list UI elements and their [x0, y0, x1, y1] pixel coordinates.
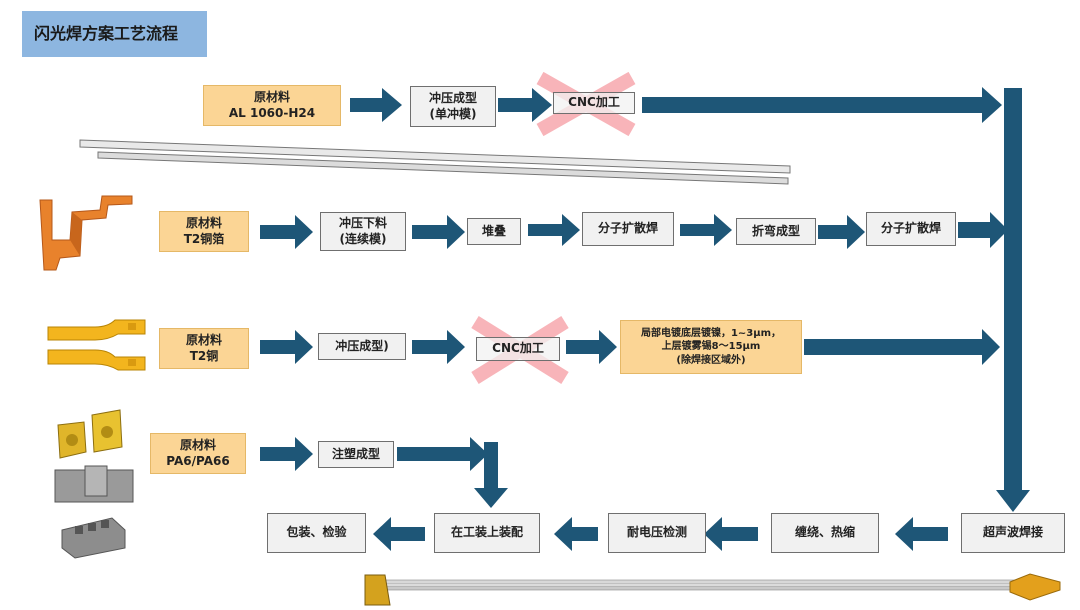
arrow-b-4 [373, 517, 425, 551]
final-assembly-image [364, 573, 1061, 606]
row1-cnc: CNC加工 [553, 92, 635, 114]
row2-bending: 折弯成型 [736, 218, 816, 245]
arrow-r2-5 [818, 215, 865, 249]
arrow-r1-1 [350, 88, 402, 122]
arrow-r2-1 [260, 215, 313, 249]
plastic-parts-image [54, 409, 134, 559]
ultrasonic-weld: 超声波焊接 [961, 513, 1065, 553]
row3-material: 原材料 T2铜 [159, 328, 249, 369]
row2-diffusion-weld-2: 分子扩散焊 [866, 212, 956, 246]
arrow-r3-4 [804, 329, 1000, 365]
arrow-r2-6 [958, 212, 1008, 248]
arrow-r2-2 [412, 215, 465, 249]
row1-material: 原材料 AL 1060-H24 [203, 85, 341, 126]
pack-inspect: 包装、检验 [267, 513, 366, 553]
arrow-down-assembly [474, 442, 508, 508]
arrow-r2-3 [528, 214, 580, 246]
row3-stamping: 冲压成型) [318, 333, 406, 360]
copper-bar-image [47, 319, 146, 371]
voltage-test: 耐电压检测 [608, 513, 706, 553]
arrow-b-3 [554, 517, 598, 551]
arrow-r3-2 [412, 330, 465, 364]
row3-cnc: CNC加工 [476, 337, 560, 361]
arrow-r1-2 [498, 88, 552, 122]
row2-diffusion-weld-1: 分子扩散焊 [582, 212, 674, 246]
page-title: 闪光焊方案工艺流程 [22, 11, 207, 57]
row4-material: 原材料 PA6/PA66 [150, 433, 246, 474]
aluminum-bar-image [79, 139, 791, 185]
arrow-b-1 [895, 517, 948, 551]
arrow-r4-2 [397, 437, 488, 471]
row4-injection: 注塑成型 [318, 441, 394, 468]
row2-blanking: 冲压下料 (连续模) [320, 212, 406, 251]
arrow-r1-3 [642, 87, 1002, 123]
flow-arrows [260, 87, 1030, 551]
copper-foil-image [39, 195, 133, 271]
arrow-down-ultrasonic [996, 88, 1030, 512]
row3-plating-note: 局部电镀底层镀镍，1~3μm， 上层镀雾锡8～15μm (除焊接区域外) [620, 320, 802, 374]
arrow-r3-1 [260, 330, 313, 364]
wrap-heat-shrink: 缠绕、热缩 [771, 513, 879, 553]
arrow-b-2 [704, 517, 758, 551]
row2-stacking: 堆叠 [467, 218, 521, 245]
fixture-assembly: 在工装上装配 [434, 513, 540, 553]
arrow-r3-3 [566, 330, 617, 364]
row1-stamping: 冲压成型 (单冲模) [410, 86, 496, 127]
row2-material: 原材料 T2铜箔 [159, 211, 249, 252]
arrow-r4-1 [260, 437, 313, 471]
arrow-r2-4 [680, 214, 732, 246]
